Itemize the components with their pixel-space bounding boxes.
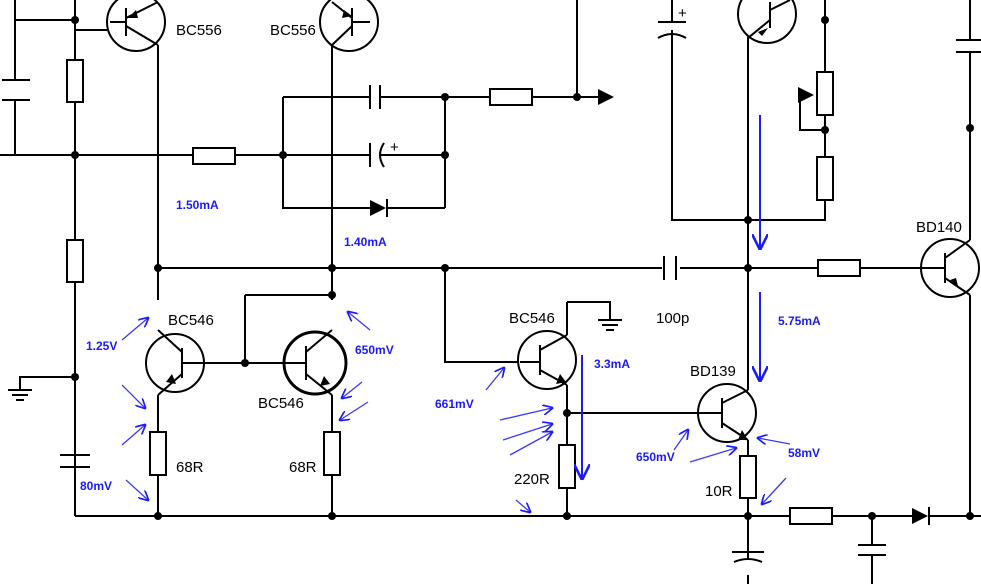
label-q7: BD140: [916, 219, 962, 236]
voltage-arrows: [121, 312, 791, 512]
resistor-220r: [558, 444, 576, 489]
label-r3: 220R: [514, 471, 550, 488]
annotation-i4: 5.75mA: [778, 314, 821, 328]
transistor-q4: [282, 329, 348, 396]
resistor-68r-right: [323, 431, 341, 476]
annotation-v1: 1.25V: [86, 339, 117, 353]
annotation-v6: 58mV: [788, 446, 820, 460]
junction-dots: [71, 16, 974, 520]
resistors: [66, 59, 861, 525]
annotation-v2: 80mV: [80, 479, 112, 493]
label-q5: BC546: [509, 310, 555, 327]
resistor-bottom-right: [789, 507, 833, 525]
label-q3: BC546: [168, 312, 214, 329]
annotation-v5: 650mV: [636, 450, 675, 464]
transistor-q6: [697, 383, 757, 443]
resistor-output: [489, 88, 533, 106]
transistor-q1: [106, 0, 166, 52]
grounds: [8, 319, 622, 401]
resistor-bd140-base: [817, 259, 861, 277]
plus-sign-1: +: [390, 139, 399, 156]
plus-sign-2: +: [678, 5, 687, 22]
label-q4: BC546: [258, 395, 304, 412]
annotation-i1: 1.50mA: [176, 198, 219, 212]
diodes: [370, 199, 930, 525]
annotation-i3: 3.3mA: [594, 357, 630, 371]
resistor-left-mid: [66, 239, 84, 283]
resistor-68r-left: [149, 431, 167, 476]
transistor-q3: [145, 329, 205, 396]
resistor-left-top: [66, 59, 84, 103]
capacitors: [2, 21, 981, 563]
annotation-i2: 1.40mA: [344, 235, 387, 249]
annotation-v4: 661mV: [435, 397, 474, 411]
resistor-10r: [739, 455, 757, 499]
label-q6: BD139: [690, 363, 736, 380]
resistor-bias: [816, 156, 834, 201]
label-q1: BC556: [176, 22, 222, 39]
label-q2: BC556: [270, 22, 316, 39]
label-c1: 100p: [656, 310, 689, 327]
transistor-q2: [319, 0, 379, 52]
capacitor-100p: [663, 256, 677, 280]
resistor-input: [192, 147, 236, 165]
transistor-top-right: [737, 0, 797, 44]
annotation-v3: 650mV: [355, 343, 394, 357]
transistor-q5: [517, 330, 577, 390]
transistor-q7: [920, 238, 980, 298]
label-r2: 68R: [289, 459, 317, 476]
capacitor-feedback: [369, 85, 381, 109]
current-arrows: [582, 115, 760, 478]
label-r1: 68R: [176, 459, 204, 476]
label-r4: 10R: [705, 483, 733, 500]
trimmer-resistor: [816, 71, 834, 116]
